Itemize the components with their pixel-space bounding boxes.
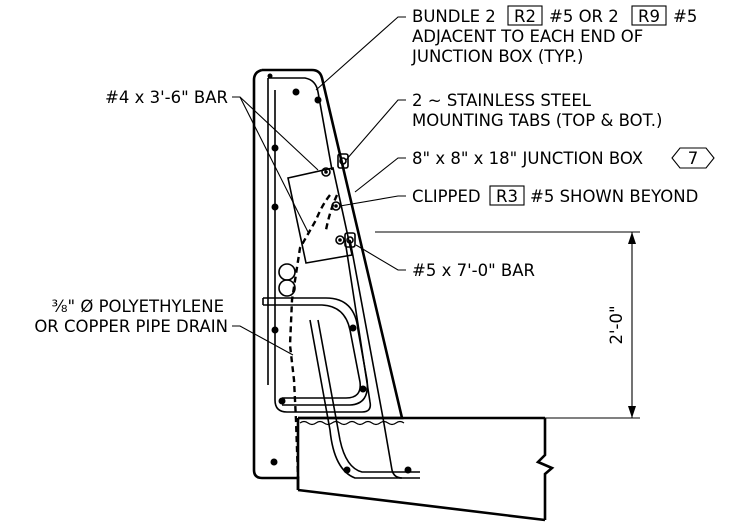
junction-box-tag-hex — [671, 147, 715, 169]
junction-box-label: 8" x 8" x 18" JUNCTION BOX — [412, 149, 643, 168]
bar-dot — [292, 88, 300, 96]
bundle-line3: JUNCTION BOX (TYP.) — [411, 47, 584, 66]
dimension-2ft: 2'-0" — [375, 231, 640, 419]
bar-dot — [314, 96, 322, 104]
bar4-upper — [268, 77, 333, 171]
junction-box-tag: 7 — [688, 149, 699, 168]
clipped-r3-stub — [324, 194, 339, 231]
pipe-line1: ⅜" Ø POLYETHYLENE — [52, 297, 224, 316]
clipped-r3-bar — [288, 194, 331, 479]
bar5-label: #5 x 7'-0" BAR — [412, 261, 535, 280]
clipped-label-b: #5 SHOWN BEYOND — [530, 187, 698, 206]
bundle-r2-tag: R2 — [514, 7, 536, 26]
bar5-front-leg — [349, 239, 403, 479]
bar-dot — [278, 397, 286, 405]
leader-junction-box — [354, 157, 406, 193]
clipped-label-a: CLIPPED — [412, 187, 481, 206]
u-bar-lower — [263, 304, 362, 399]
bar-dot-bundled — [321, 167, 331, 177]
dim-arrow-bottom — [628, 406, 636, 418]
dimension-text: 2'-0" — [607, 305, 626, 344]
leaders — [232, 16, 406, 356]
bar-dot — [324, 170, 328, 174]
bar-dot — [343, 466, 351, 474]
mounting-tab-bottom — [344, 232, 356, 248]
bar-dot — [404, 466, 412, 474]
labels: BUNDLE 2 R2 #5 OR 2 R9 #5 ADJACENT TO EA… — [34, 5, 715, 336]
leader-pipe — [232, 325, 294, 356]
bar-dot — [359, 385, 367, 393]
r9-tag-box — [631, 5, 667, 26]
bundle-line1-a: BUNDLE 2 — [412, 7, 496, 26]
bar-dot — [267, 73, 273, 79]
leader-bar5 — [355, 244, 406, 271]
construction-joint — [299, 420, 405, 426]
bar-dot — [338, 238, 342, 242]
tabs-line1: 2 ~ STAINLESS STEEL — [412, 91, 592, 110]
deck-bottom — [297, 488, 546, 522]
deck-slab — [297, 416, 555, 522]
bar-dot — [271, 203, 279, 211]
mounting-tab-top — [337, 153, 349, 169]
bar-dot — [349, 324, 357, 332]
r2-tag-box — [507, 5, 543, 26]
bar-dot — [270, 458, 278, 466]
longitudinal-bars — [267, 73, 412, 474]
tabs-line2: MOUNTING TABS (TOP & BOT.) — [412, 111, 662, 130]
leader-tabs — [345, 99, 406, 161]
bar5-stirrup — [274, 90, 372, 413]
bar-dot — [271, 144, 279, 152]
barrier-face — [262, 68, 404, 420]
bundle-r9-tag: R9 — [638, 7, 660, 26]
tab-bolt-bottom — [346, 236, 354, 244]
pipe-drain-bottom — [278, 279, 296, 297]
pipe-line2: OR COPPER PIPE DRAIN — [34, 317, 228, 336]
barrier-back — [252, 68, 300, 490]
bar5-deck-leg — [309, 319, 420, 479]
clipped-r3-tag: R3 — [496, 187, 518, 206]
dim-arrow-top — [628, 232, 636, 244]
barrier-outline — [252, 68, 404, 490]
leader-bar4-b — [239, 96, 309, 233]
bundle-line1-c: #5 — [673, 7, 697, 26]
bar-dot — [271, 326, 279, 334]
break-line — [535, 418, 555, 520]
junction-box — [287, 167, 353, 264]
bar4-label: #4 x 3'-6" BAR — [105, 88, 228, 107]
bar-dot-bundled — [335, 235, 345, 245]
tab-bolt-top — [339, 157, 347, 165]
u-bar-upper — [263, 297, 369, 406]
leader-bundle — [315, 16, 406, 91]
bar5-deck-leg-inner — [317, 319, 420, 473]
bundle-line2: ADJACENT TO EACH END OF — [412, 27, 643, 46]
r3-tag-box — [489, 185, 525, 206]
leader-clipped — [339, 195, 406, 207]
pipe-drain-top — [278, 263, 296, 281]
bar-dot — [334, 204, 338, 208]
bundle-line1-b: #5 OR 2 — [549, 7, 619, 26]
